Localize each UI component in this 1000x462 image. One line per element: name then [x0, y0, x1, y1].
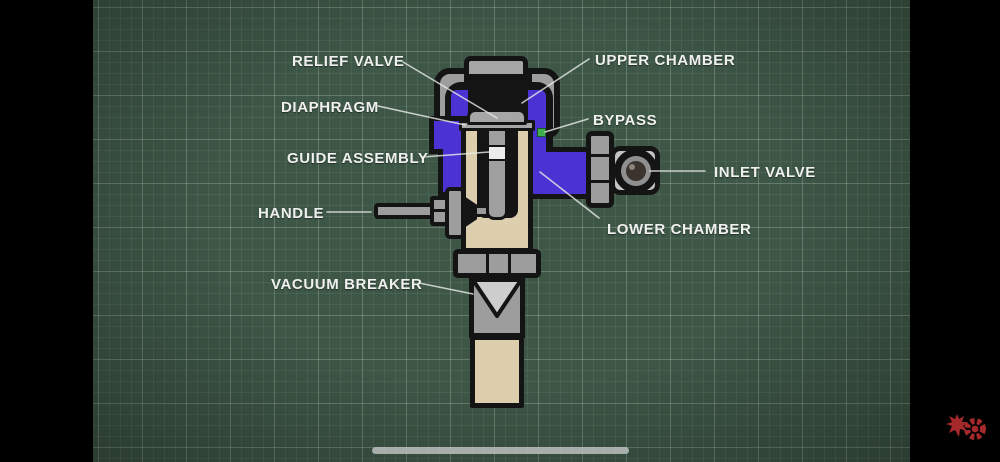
handle-plunger-cone: [461, 194, 477, 230]
letterbox-left: [0, 0, 93, 462]
handle-plunger-tip: [474, 205, 489, 217]
label-lower-chamber: LOWER CHAMBER: [607, 221, 752, 238]
label-guide-assembly: GUIDE ASSEMBLY: [287, 150, 429, 167]
relief-valve-stem: [486, 126, 508, 220]
label-bypass: BYPASS: [593, 112, 658, 129]
label-diaphragm: DIAPHRAGM: [281, 99, 379, 116]
inlet-collar-facet: [589, 180, 611, 183]
vacuum-breaker-nut-facet: [486, 252, 489, 275]
vacuum-breaker-nut-facet: [508, 252, 511, 275]
label-vacuum-breaker: VACUUM BREAKER: [271, 276, 423, 293]
label-relief-valve: RELIEF VALVE: [292, 53, 405, 70]
letterbox-right: [910, 0, 1000, 462]
inlet-collar: [586, 131, 614, 208]
gear-icon: [964, 418, 986, 440]
label-inlet-valve: INLET VALVE: [714, 164, 816, 181]
handle-rod: [374, 203, 434, 219]
inlet-port-glint: [629, 164, 635, 170]
vacuum-breaker-nut: [453, 249, 541, 278]
label-upper-chamber: UPPER CHAMBER: [595, 52, 736, 69]
outlet-tube: [470, 335, 524, 408]
maple-leaf-gear-logo: [946, 414, 986, 440]
guide-assembly-block: [487, 145, 507, 161]
vacuum-breaker-valve-triangle: [471, 278, 523, 318]
relief-valve-head: [467, 109, 527, 125]
inlet-collar-facet: [589, 154, 611, 157]
maple-leaf-icon: [946, 414, 968, 437]
label-handle: HANDLE: [258, 205, 325, 222]
video-progress-scrubber[interactable]: [372, 447, 629, 454]
bypass-port: [537, 128, 546, 137]
